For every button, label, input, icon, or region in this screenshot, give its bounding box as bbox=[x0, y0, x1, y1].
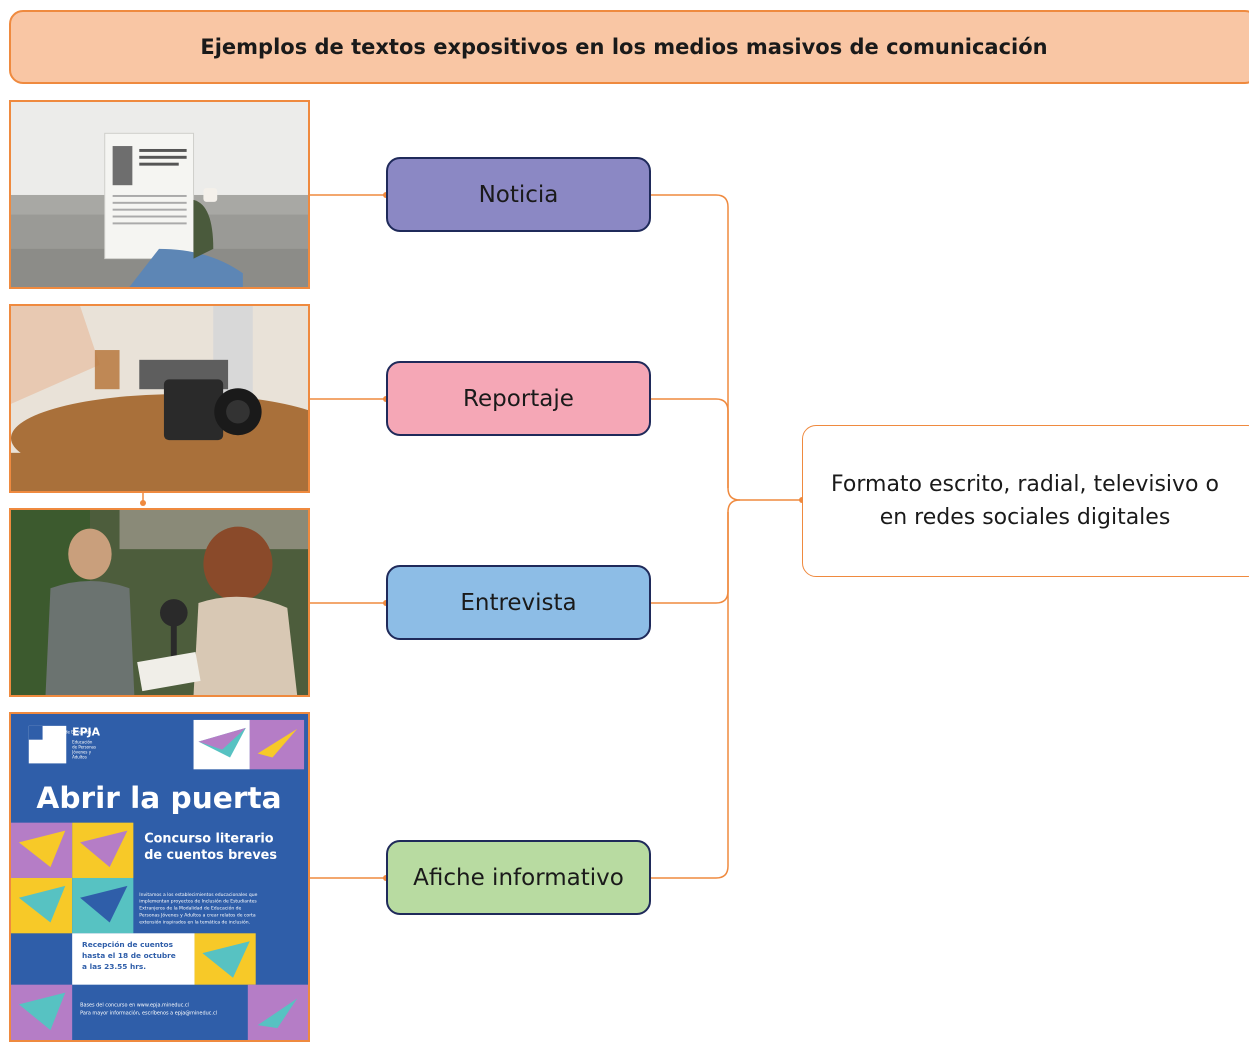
poster-footer-2: Para mayor información, escríbenos a epj… bbox=[80, 1009, 217, 1016]
node-noticia-label: Noticia bbox=[478, 181, 559, 208]
brand-label: EPJA bbox=[72, 726, 100, 739]
poster-headline: Abrir la puerta bbox=[36, 781, 281, 815]
newspaper-reader-photo bbox=[9, 100, 310, 289]
camera-table-photo bbox=[9, 304, 310, 493]
brand-sub-4: Adultos bbox=[72, 754, 87, 759]
node-reportaje: Reportaje bbox=[386, 361, 651, 436]
ministry-label: Ministerio de Educación bbox=[45, 730, 92, 735]
poster-subtitle-2: de cuentos breves bbox=[144, 848, 277, 863]
node-reportaje-label: Reportaje bbox=[463, 385, 574, 412]
node-entrevista: Entrevista bbox=[386, 565, 651, 640]
poster-body-3: Extranjeros de la Modalidad de Educación… bbox=[139, 905, 241, 912]
poster-body-5: extensión inspirados en la temática de i… bbox=[139, 918, 250, 925]
poster-body-1: Invitamos a los establecimientos educaci… bbox=[139, 892, 257, 898]
poster-subtitle-1: Concurso literario bbox=[144, 831, 274, 846]
poster-deadline-1: Recepción de cuentos bbox=[82, 940, 174, 949]
title-banner: Ejemplos de textos expositivos en los me… bbox=[9, 10, 1249, 84]
poster-deadline-2: hasta el 18 de octubre bbox=[82, 951, 176, 960]
node-afiche-label: Afiche informativo bbox=[413, 864, 624, 891]
poster-footer-1: Bases del concurso en www.epja.mineduc.c… bbox=[80, 1002, 189, 1008]
poster-body-4: Personas Jóvenes y Adultos a crear relat… bbox=[139, 912, 256, 919]
page-title: Ejemplos de textos expositivos en los me… bbox=[200, 35, 1048, 59]
node-afiche-informativo: Afiche informativo bbox=[386, 840, 651, 915]
brand-sub-1: Educación bbox=[72, 740, 93, 745]
poster-image: Ministerio de Educación EPJA Educación d… bbox=[9, 712, 310, 1042]
node-noticia: Noticia bbox=[386, 157, 651, 232]
brand-sub-3: Jóvenes y bbox=[71, 750, 92, 755]
interview-photo bbox=[9, 508, 310, 697]
poster-deadline-3: a las 23.55 hrs. bbox=[82, 962, 146, 971]
poster-body-2: implementan proyectos de Inclusión de Es… bbox=[139, 898, 257, 905]
format-box: Formato escrito, radial, televisivo o en… bbox=[802, 425, 1249, 577]
node-entrevista-label: Entrevista bbox=[460, 589, 577, 616]
format-line-1: Formato escrito, radial, televisivo o bbox=[831, 472, 1219, 497]
brand-sub-2: de Personas bbox=[72, 745, 96, 750]
format-line-2: en redes sociales digitales bbox=[879, 505, 1171, 530]
